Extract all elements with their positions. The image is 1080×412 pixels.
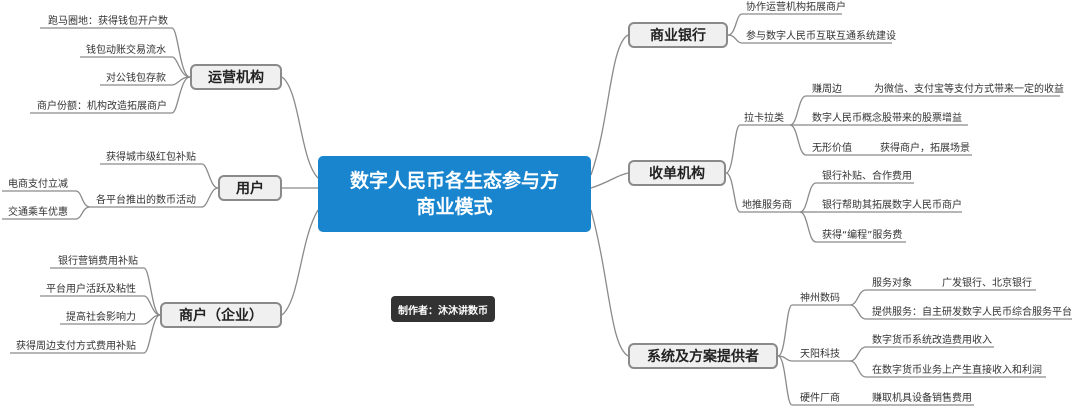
providers-item: 服务对象 [872, 278, 912, 289]
merchants-item: 提高社会影响力 [66, 312, 136, 323]
branch-acquirers[interactable]: 收单机构 [628, 160, 726, 186]
providers-group-label: 天阳科技 [800, 349, 840, 360]
branch-providers[interactable]: 系统及方案提供者 [628, 343, 778, 369]
acquirers-item: 银行帮助其拓展数字人民币商户 [822, 200, 962, 211]
branch-merchants[interactable]: 商户（企业） [160, 302, 282, 328]
central-topic-line2: 商业模式 [416, 196, 493, 218]
central-topic[interactable]: 数字人民币各生态参与方 商业模式 [318, 156, 591, 232]
branch-operators[interactable]: 运营机构 [190, 64, 282, 90]
providers-item: 赚取机具设备销售费用 [872, 393, 972, 404]
acquirers-detail: 获得商户，拓展场景 [880, 143, 970, 154]
users-item: 获得城市级红包补贴 [106, 152, 196, 163]
acquirers-item: 银行补贴、合作费用 [822, 171, 912, 182]
operators-item: 商户份额：机构改造拓展商户 [37, 101, 167, 112]
acquirers-item: 数字人民币概念股带来的股票增益 [812, 113, 962, 124]
providers-item: 在数字货币业务上产生直接收入和利润 [872, 365, 1042, 376]
merchants-item: 平台用户活跃及粘性 [46, 284, 136, 295]
branch-users[interactable]: 用户 [218, 175, 282, 201]
providers-item: 提供服务：自主研发数字人民币综合服务平台 [872, 307, 1072, 318]
users-sub-item: 电商支付立减 [8, 179, 68, 190]
providers-group-label: 硬件厂商 [800, 393, 840, 404]
author-label: 制作者：沐沐讲数币 [391, 296, 495, 322]
users-sub-item: 交通乘车优惠 [8, 207, 68, 218]
acquirers-item: 获得“编程”服务费 [822, 230, 903, 241]
central-topic-line1: 数字人民币各生态参与方 [349, 170, 559, 192]
merchants-item: 银行营销费用补贴 [58, 256, 138, 267]
acquirers-detail: 为微信、支付宝等支付方式带来一定的收益 [874, 84, 1064, 95]
acquirers-group-label: 地推服务商 [742, 200, 792, 211]
branch-banks[interactable]: 商业银行 [628, 22, 728, 48]
banks-item: 参与数字人民币互联互通系统建设 [746, 31, 896, 42]
providers-group-label: 神州数码 [800, 293, 840, 304]
operators-item: 钱包动账交易流水 [86, 45, 166, 56]
banks-item: 协作运营机构拓展商户 [746, 2, 846, 13]
merchants-item: 获得周边支付方式费用补贴 [16, 341, 136, 352]
operators-item: 对公钱包存款 [106, 73, 166, 84]
users-item: 各平台推出的数币活动 [96, 195, 196, 206]
acquirers-group-label: 拉卡拉类 [744, 113, 784, 124]
acquirers-item: 无形价值 [812, 143, 852, 154]
providers-detail: 广发银行、北京银行 [942, 278, 1032, 289]
operators-item: 跑马圈地：获得钱包开户数 [48, 16, 168, 27]
acquirers-item: 赚周边 [812, 84, 842, 95]
providers-item: 数字货币系统改造费用收入 [872, 335, 992, 346]
